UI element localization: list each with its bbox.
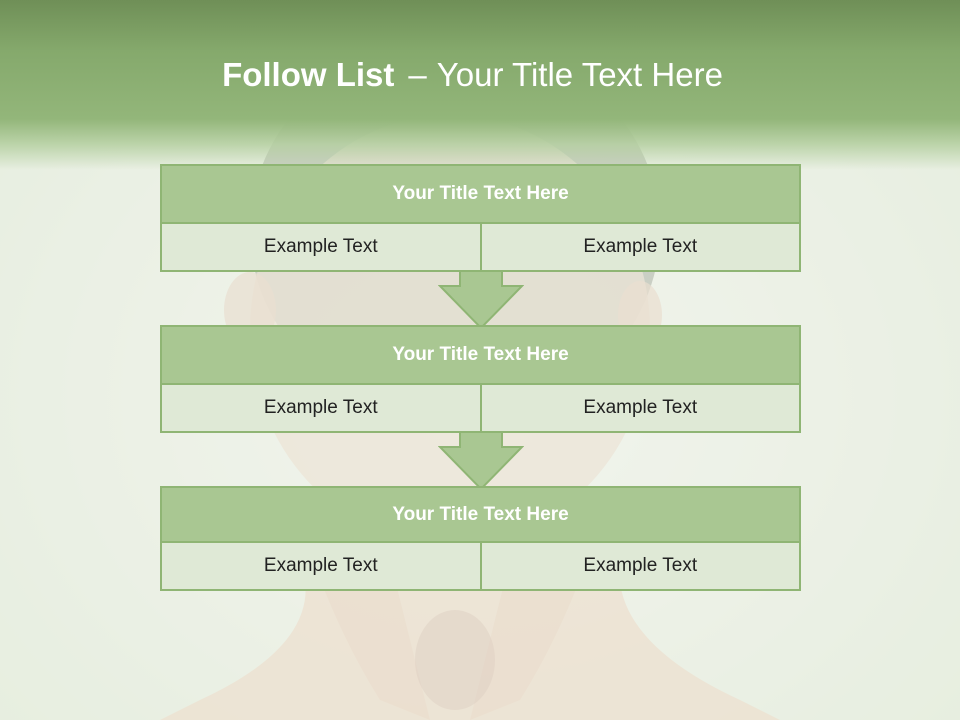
step-cell-left: Example Text bbox=[162, 543, 480, 589]
step-row: Example Text Example Text bbox=[162, 385, 799, 431]
slide-title-separator: – bbox=[408, 56, 427, 93]
step-box-2: Your Title Text Here Example Text Exampl… bbox=[160, 325, 801, 433]
step-row: Example Text Example Text bbox=[162, 543, 799, 589]
step-title: Your Title Text Here bbox=[162, 327, 799, 385]
step-cell-right: Example Text bbox=[479, 224, 799, 270]
step-cell-left: Example Text bbox=[162, 224, 480, 270]
step-cell-right: Example Text bbox=[479, 385, 799, 431]
down-arrow-icon bbox=[438, 270, 524, 330]
step-box-1: Your Title Text Here Example Text Exampl… bbox=[160, 164, 801, 272]
slide-title: Follow List–Your Title Text Here bbox=[0, 52, 945, 98]
header-band bbox=[0, 0, 960, 170]
slide-title-bold: Follow List bbox=[222, 56, 395, 93]
slide-title-rest: Your Title Text Here bbox=[436, 56, 723, 93]
step-title: Your Title Text Here bbox=[162, 166, 799, 224]
step-box-3: Your Title Text Here Example Text Exampl… bbox=[160, 486, 801, 591]
step-title: Your Title Text Here bbox=[162, 488, 799, 543]
step-row: Example Text Example Text bbox=[162, 224, 799, 270]
step-cell-left: Example Text bbox=[162, 385, 480, 431]
down-arrow-icon bbox=[438, 431, 524, 491]
step-cell-right: Example Text bbox=[479, 543, 799, 589]
